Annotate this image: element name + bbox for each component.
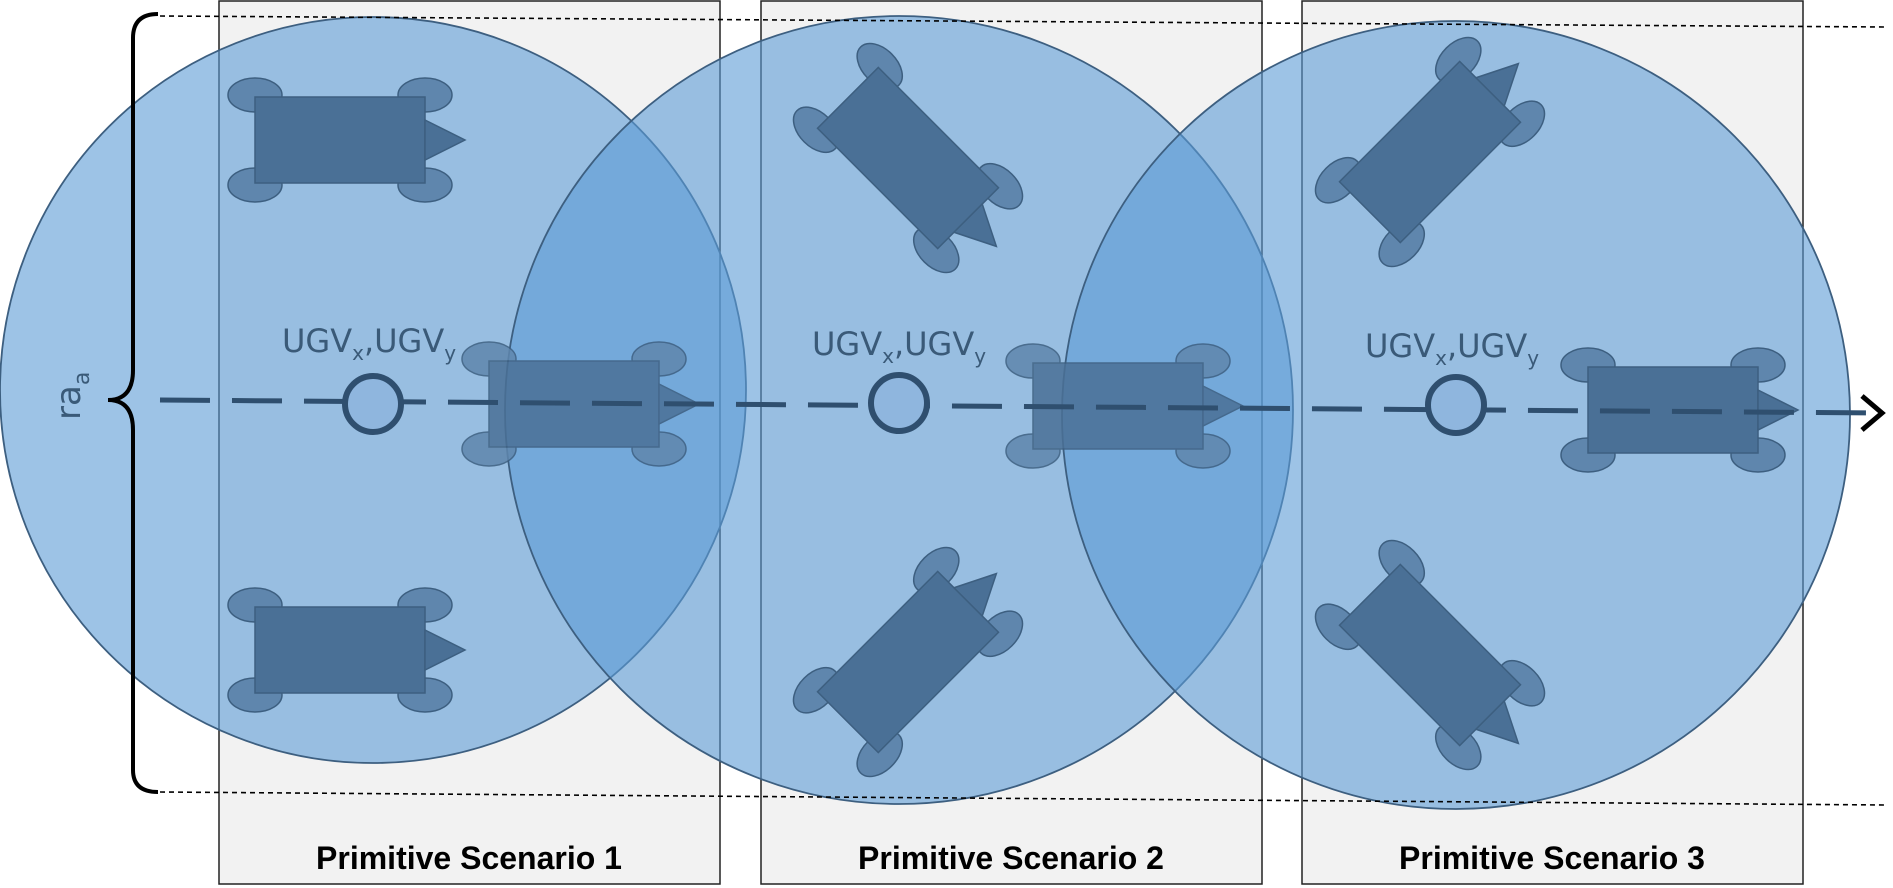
center-labels: UGVx,UGVy UGVx,UGVy UGVx,UGVy — [282, 322, 1539, 370]
center-markers — [342, 372, 1487, 436]
center-label-2: UGVx,UGVy — [812, 325, 986, 368]
ugv-robot-icon — [227, 587, 466, 713]
arrow-right-icon — [1860, 394, 1886, 432]
ugv-robot-icon — [227, 77, 466, 203]
center-label-1: UGVx,UGVy — [282, 322, 456, 365]
scenario-titles: Primitive Scenario 1 Primitive Scenario … — [316, 840, 1705, 876]
center-marker-3 — [1425, 374, 1487, 436]
scenario-title-1: Primitive Scenario 1 — [316, 840, 622, 876]
center-marker-1 — [342, 373, 404, 435]
scenario-title-3: Primitive Scenario 3 — [1399, 840, 1705, 876]
center-marker-2 — [868, 372, 930, 434]
curly-brace-icon — [107, 12, 159, 794]
radius-label: raa — [49, 372, 95, 420]
scenario-title-2: Primitive Scenario 2 — [858, 840, 1164, 876]
center-label-3: UGVx,UGVy — [1365, 327, 1539, 370]
path-line — [159, 394, 1886, 432]
